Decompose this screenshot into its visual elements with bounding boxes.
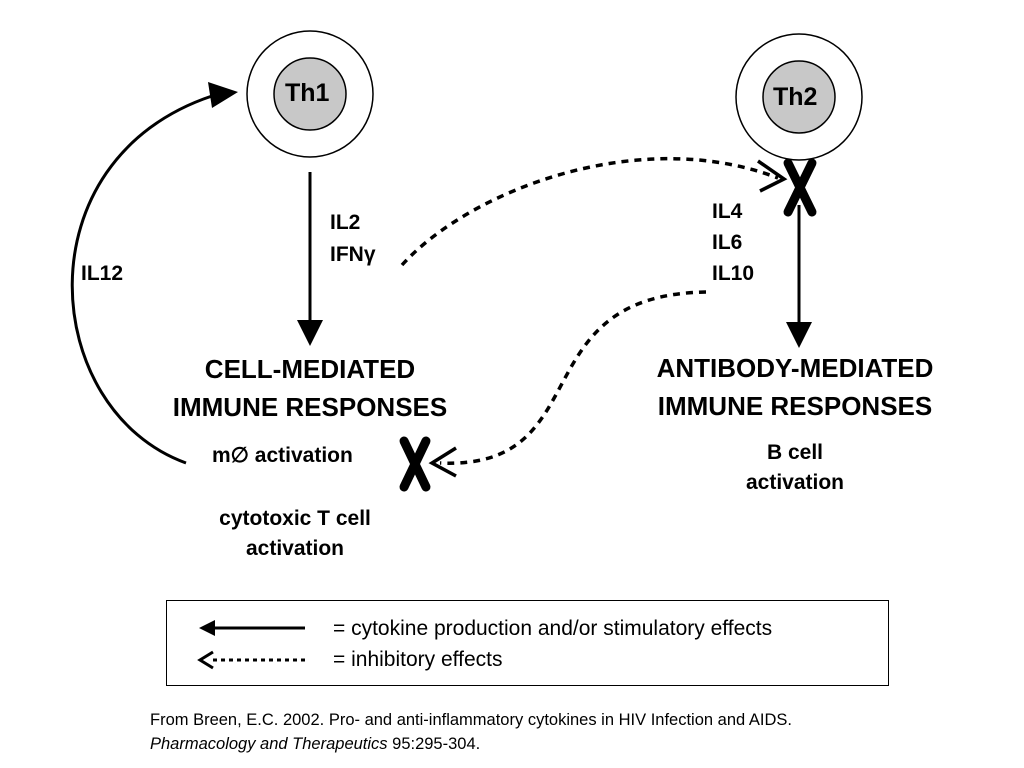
citation-journal: Pharmacology and Therapeutics [150, 735, 388, 753]
citation: From Breen, E.C. 2002. Pro- and anti-inf… [150, 708, 792, 756]
bcell-line2: activation [745, 471, 845, 494]
cytokine-il4: IL4 [712, 200, 743, 223]
th2-cell [735, 33, 863, 161]
cytokine-il6: IL6 [712, 231, 743, 254]
cytotoxic-line2: activation [245, 537, 345, 560]
legend-solid-arrow-icon [199, 620, 305, 636]
legend-solid-text: = cytokine production and/or stimulatory… [333, 617, 773, 640]
cytokine-il2: IL2 [330, 211, 361, 234]
th1-label: Th1 [285, 79, 330, 107]
legend-dotted-text: = inhibitory effects [333, 648, 503, 671]
inhibitory-arrow-to-cell-mediated [428, 290, 707, 478]
macrophage-activation: m∅ activation [212, 444, 353, 467]
th2-label: Th2 [773, 83, 818, 111]
th1-cell [246, 30, 374, 158]
cytokine-ifng: IFNγ [330, 243, 376, 266]
cytokine-il10: IL10 [712, 262, 755, 285]
cytokine-il12: IL12 [81, 262, 124, 285]
cytotoxic-line1: cytotoxic T cell [219, 507, 371, 530]
citation-line2: Pharmacology and Therapeutics 95:295-304… [150, 732, 792, 756]
citation-volume: 95:295-304. [387, 735, 481, 753]
il12-feedback-arrow [70, 82, 238, 465]
cell-mediated-heading-line2: IMMUNE RESPONSES [172, 392, 448, 422]
antibody-mediated-heading-line1: ANTIBODY-MEDIATED [656, 353, 934, 383]
citation-line1: From Breen, E.C. 2002. Pro- and anti-inf… [150, 711, 792, 729]
block-x-cell-mediated [399, 436, 431, 492]
legend-box: = cytokine production and/or stimulatory… [166, 600, 889, 686]
antibody-mediated-heading-line2: IMMUNE RESPONSES [657, 391, 933, 421]
th1-to-cell-mediated-arrow [297, 172, 323, 346]
bcell-line1: B cell [766, 441, 824, 464]
block-x-th2 [783, 158, 817, 217]
inhibitory-arrow-to-th2 [400, 157, 788, 267]
th2-to-antibody-mediated-arrow [786, 205, 812, 348]
cell-mediated-heading-line1: CELL-MEDIATED [204, 354, 416, 384]
legend-dotted-arrow-icon [197, 650, 305, 670]
legend-symbols [197, 620, 305, 670]
